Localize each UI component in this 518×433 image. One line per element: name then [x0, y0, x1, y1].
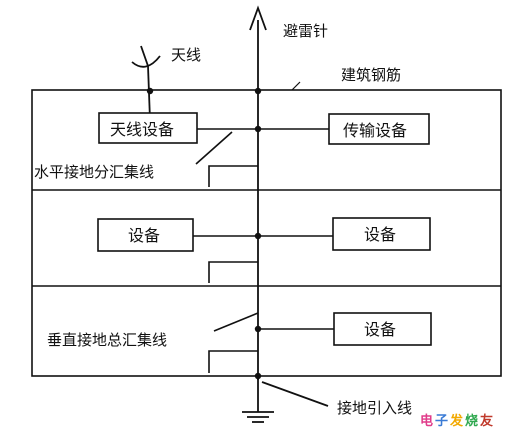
connections — [193, 128, 334, 332]
ground-lead-label: 接地引入线 — [337, 399, 412, 417]
lightning-rod-label: 避雷针 — [283, 22, 328, 40]
equipment-label-right-3: 设备 — [364, 320, 396, 339]
equipment-box-left-2 — [97, 218, 194, 252]
antenna-equipment-label: 天线设备 — [110, 120, 174, 139]
building-rebar-label: 建筑钢筋 — [341, 66, 401, 84]
svg-text:友: 友 — [480, 413, 493, 429]
svg-text:发: 发 — [449, 413, 464, 429]
svg-text:子: 子 — [435, 414, 448, 429]
antenna-icon — [131, 45, 161, 121]
antenna-equipment-box — [98, 112, 198, 144]
equipment-box-right-3 — [333, 312, 432, 346]
building-frame — [31, 89, 502, 377]
equipment-label-left-2: 设备 — [128, 226, 160, 245]
svg-text:电: 电 — [420, 413, 433, 429]
building-outline — [31, 89, 502, 377]
ground-symbol — [242, 376, 329, 423]
horizontal-ground-buses — [195, 131, 258, 373]
lightning-rod — [249, 5, 267, 380]
vertical-bus-label: 垂直接地总汇集线 — [47, 331, 167, 349]
antenna-label: 天线 — [171, 46, 201, 64]
svg-text:烧: 烧 — [465, 413, 478, 429]
equipment-box-right-2 — [332, 217, 431, 251]
equipment-label-right-2: 设备 — [364, 225, 396, 244]
junction-dots — [146, 87, 262, 380]
watermark-logo: 电 子 发 烧 友 — [420, 413, 493, 429]
transmission-equipment-label: 传输设备 — [343, 121, 407, 140]
horizontal-bus-label: 水平接地分汇集线 — [34, 163, 154, 181]
rebar-leader — [291, 81, 301, 91]
